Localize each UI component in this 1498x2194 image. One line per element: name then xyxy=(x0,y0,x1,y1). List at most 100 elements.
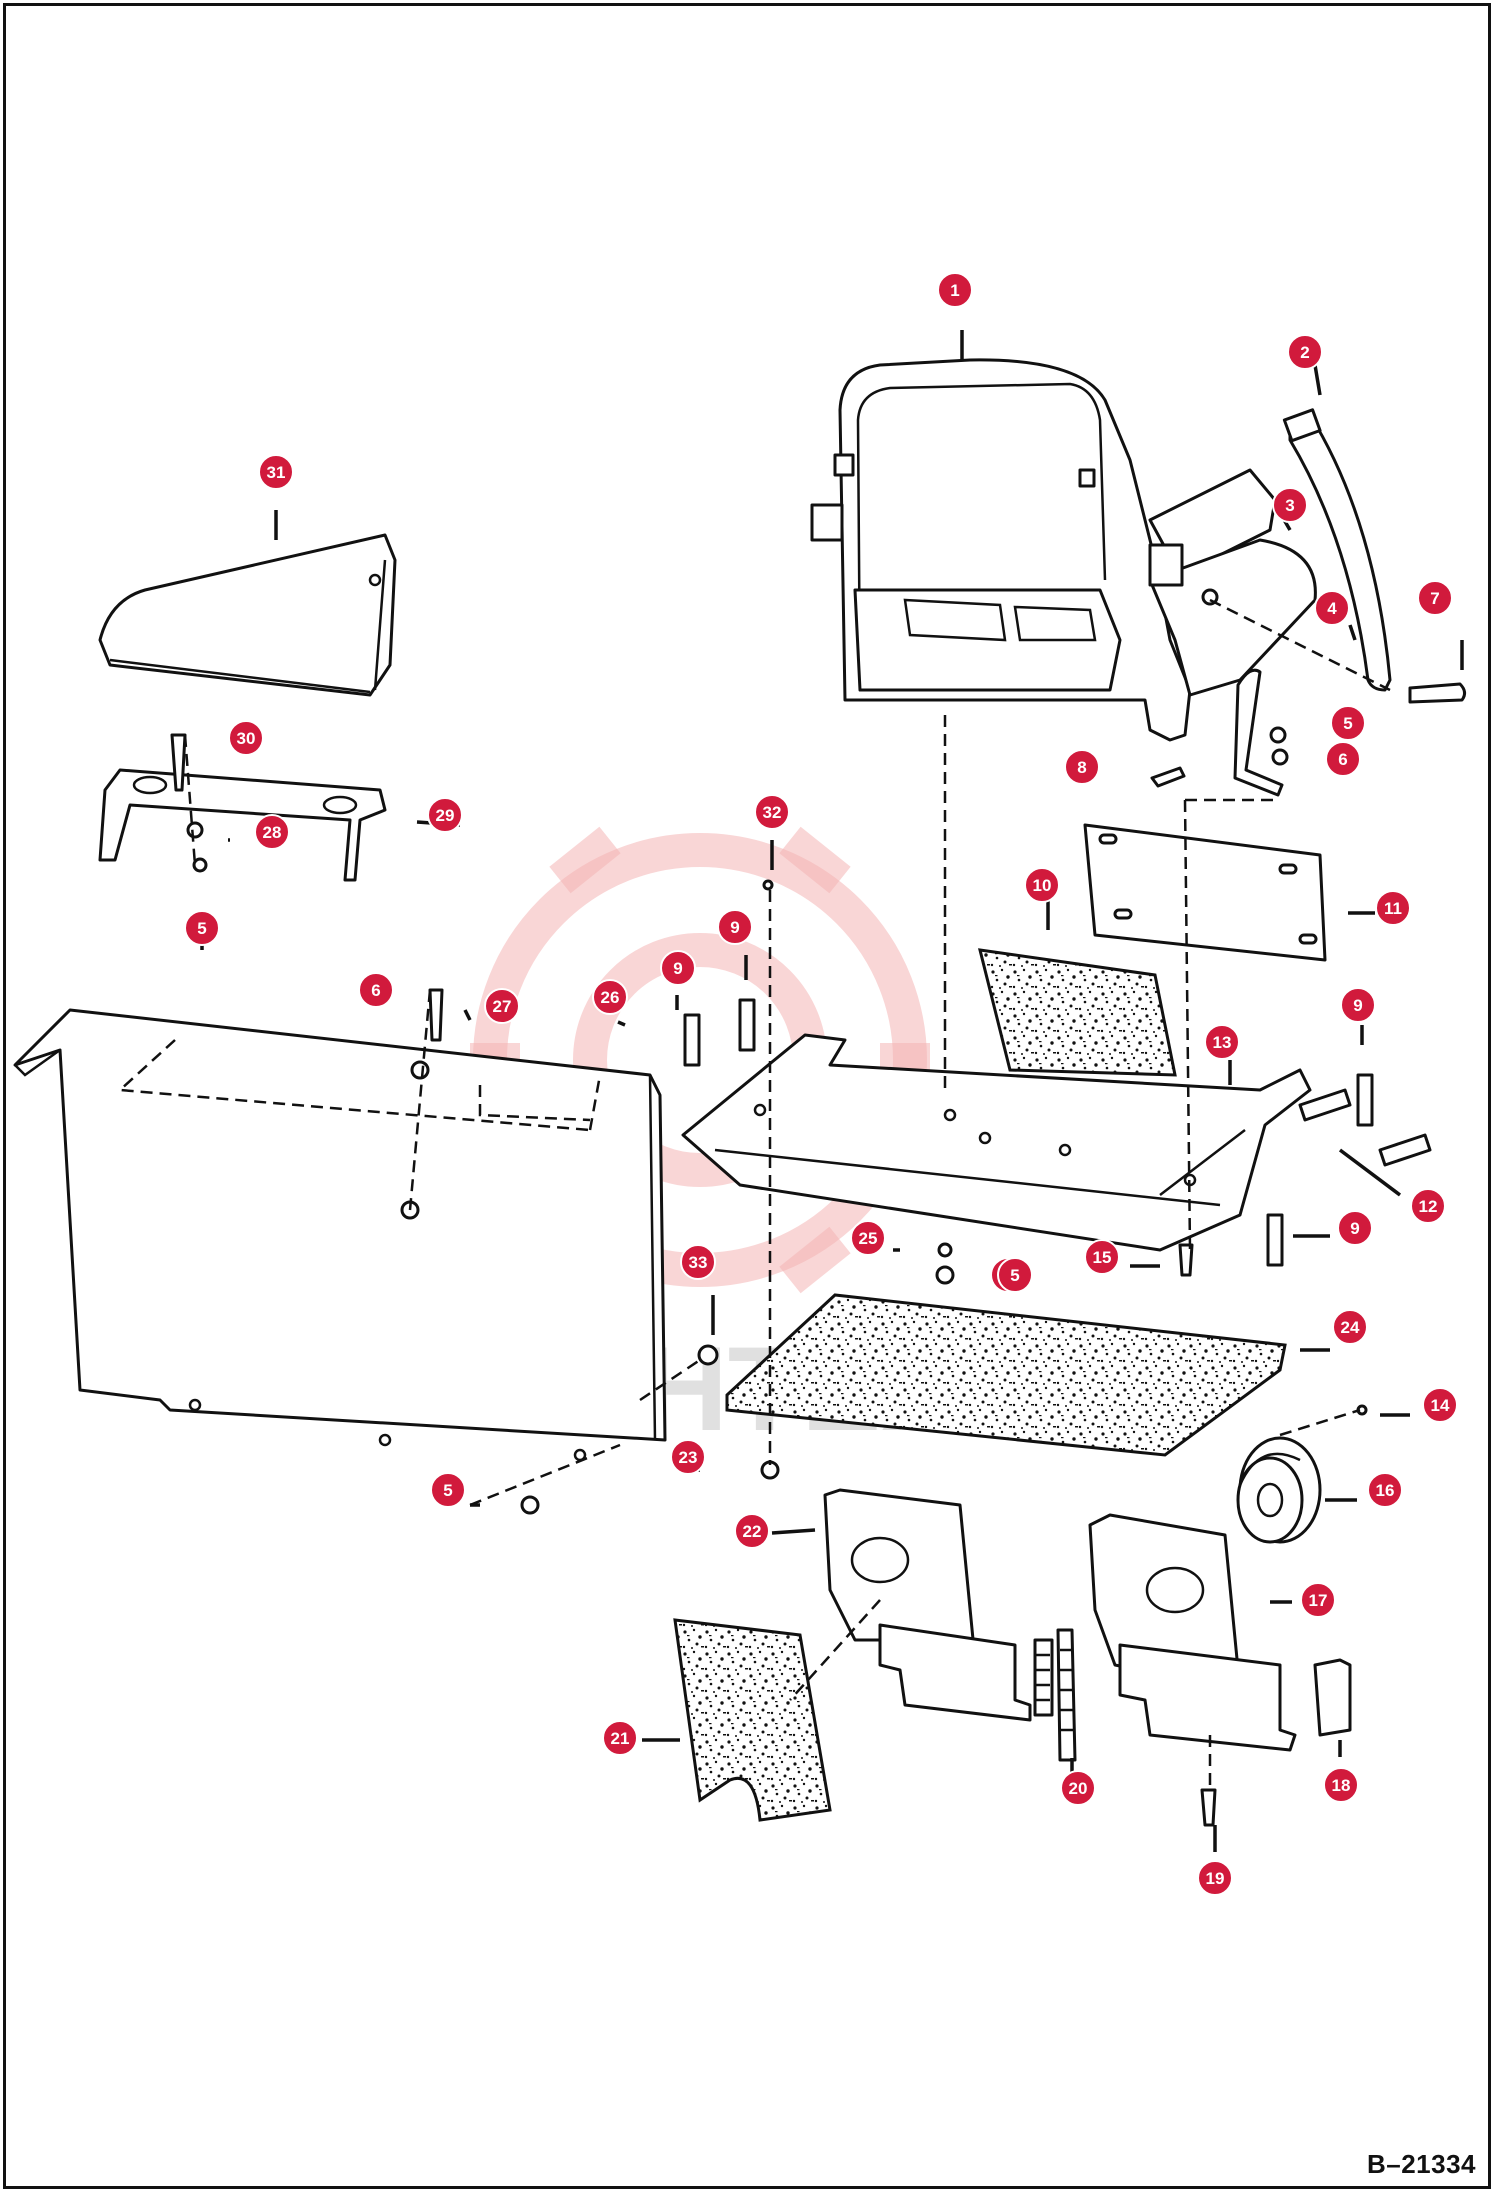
callout-20: 20 xyxy=(1060,1770,1096,1806)
callout-marker xyxy=(1332,1309,1368,1345)
callout-marker xyxy=(484,988,520,1024)
right-mount-bracket xyxy=(1088,1513,1297,1752)
callout-marker xyxy=(1340,987,1376,1023)
callout-marker xyxy=(258,454,294,490)
callout-marker xyxy=(430,1472,466,1508)
callout-label: 13 xyxy=(1213,1033,1232,1052)
callout-5: 5 xyxy=(184,910,220,946)
callout-label: 5 xyxy=(443,1481,452,1500)
callout-11: 11 xyxy=(1375,890,1411,926)
callout-label: 24 xyxy=(1341,1318,1360,1337)
callout-marker xyxy=(1204,1024,1240,1060)
callout-label: 21 xyxy=(611,1729,630,1748)
callout-label: 20 xyxy=(1069,1779,1088,1798)
callout-markers: 1234756831302928532101199627261395129255… xyxy=(184,272,1458,1896)
callout-marker xyxy=(670,1439,706,1475)
callout-2: 2 xyxy=(1287,334,1323,370)
callout-label: 23 xyxy=(679,1448,698,1467)
callout-28: 28 xyxy=(254,814,290,850)
callout-marker xyxy=(1064,749,1100,785)
callout-label: 30 xyxy=(237,729,256,748)
drawing-number: B–21334 xyxy=(1366,2149,1476,2179)
callout-label: 11 xyxy=(1384,899,1402,918)
callout-marker xyxy=(1272,487,1308,523)
callout-marker xyxy=(1024,867,1060,903)
spring-and-block xyxy=(1033,1628,1352,1827)
callout-marker xyxy=(734,1513,770,1549)
callout-marker xyxy=(184,910,220,946)
callout-label: 9 xyxy=(730,918,739,937)
callout-marker xyxy=(1337,1210,1373,1246)
callout-marker xyxy=(1325,741,1361,777)
callout-21: 21 xyxy=(602,1720,638,1756)
callout-marker xyxy=(660,950,696,986)
callout-12: 12 xyxy=(1410,1188,1446,1224)
left-mount-bracket xyxy=(823,1488,1032,1722)
callout-label: 28 xyxy=(263,823,282,842)
floor-foam-mat xyxy=(725,1293,1287,1457)
callout-label: 29 xyxy=(436,806,455,825)
callout-label: 4 xyxy=(1327,599,1337,618)
seat-foam-pad xyxy=(978,948,1177,1077)
foam-gasket xyxy=(673,1618,832,1822)
callout-label: 9 xyxy=(1350,1219,1359,1238)
callout-4: 4 xyxy=(1314,590,1350,626)
callout-8: 8 xyxy=(1064,749,1100,785)
callout-22: 22 xyxy=(734,1513,770,1549)
callout-marker xyxy=(228,720,264,756)
seat-assembly xyxy=(810,358,1317,742)
callout-marker xyxy=(427,797,463,833)
callout-marker xyxy=(1410,1188,1446,1224)
callout-label: 18 xyxy=(1332,1776,1351,1795)
callout-14: 14 xyxy=(1422,1387,1458,1423)
callout-27: 27 xyxy=(484,988,520,1024)
callout-label: 26 xyxy=(601,988,620,1007)
callout-marker xyxy=(937,272,973,308)
callout-marker xyxy=(1367,1472,1403,1508)
callout-label: 15 xyxy=(1093,1248,1112,1267)
callout-23: 23 xyxy=(670,1439,706,1475)
callout-label: 25 xyxy=(859,1229,878,1248)
callout-marker xyxy=(1314,590,1350,626)
callout-7: 7 xyxy=(1417,580,1453,616)
callout-1: 1 xyxy=(937,272,973,308)
callout-marker xyxy=(1287,334,1323,370)
callout-marker xyxy=(1417,580,1453,616)
callout-marker xyxy=(1422,1387,1458,1423)
callout-marker xyxy=(1084,1239,1120,1275)
side-panel xyxy=(13,1008,667,1462)
callout-label: 16 xyxy=(1376,1481,1395,1500)
callout-5: 5 xyxy=(997,1257,1033,1293)
callout-31: 31 xyxy=(258,454,294,490)
callout-10: 10 xyxy=(1024,867,1060,903)
callout-9: 9 xyxy=(717,909,753,945)
callout-label: 5 xyxy=(197,919,206,938)
rear-cover xyxy=(98,533,397,882)
callout-16: 16 xyxy=(1367,1472,1403,1508)
callout-29: 29 xyxy=(427,797,463,833)
callout-15: 15 xyxy=(1084,1239,1120,1275)
pulley xyxy=(1236,1436,1322,1544)
callout-17: 17 xyxy=(1300,1582,1336,1618)
callout-label: 14 xyxy=(1431,1396,1450,1415)
callout-marker xyxy=(592,979,628,1015)
callout-26: 26 xyxy=(592,979,628,1015)
callout-marker xyxy=(1375,890,1411,926)
callout-marker xyxy=(1060,1770,1096,1806)
callout-9: 9 xyxy=(1340,987,1376,1023)
callout-25: 25 xyxy=(850,1220,886,1256)
callout-label: 2 xyxy=(1300,343,1309,362)
callout-marker xyxy=(254,814,290,850)
assembly-lines xyxy=(183,598,1391,1790)
callout-19: 19 xyxy=(1197,1860,1233,1896)
callout-label: 3 xyxy=(1285,496,1294,515)
callout-label: 17 xyxy=(1309,1591,1328,1610)
callout-32: 32 xyxy=(754,794,790,830)
callout-13: 13 xyxy=(1204,1024,1240,1060)
callout-24: 24 xyxy=(1332,1309,1368,1345)
callout-9: 9 xyxy=(1337,1210,1373,1246)
callout-label: 22 xyxy=(743,1522,762,1541)
callout-marker xyxy=(850,1220,886,1256)
callout-label: 12 xyxy=(1419,1197,1438,1216)
